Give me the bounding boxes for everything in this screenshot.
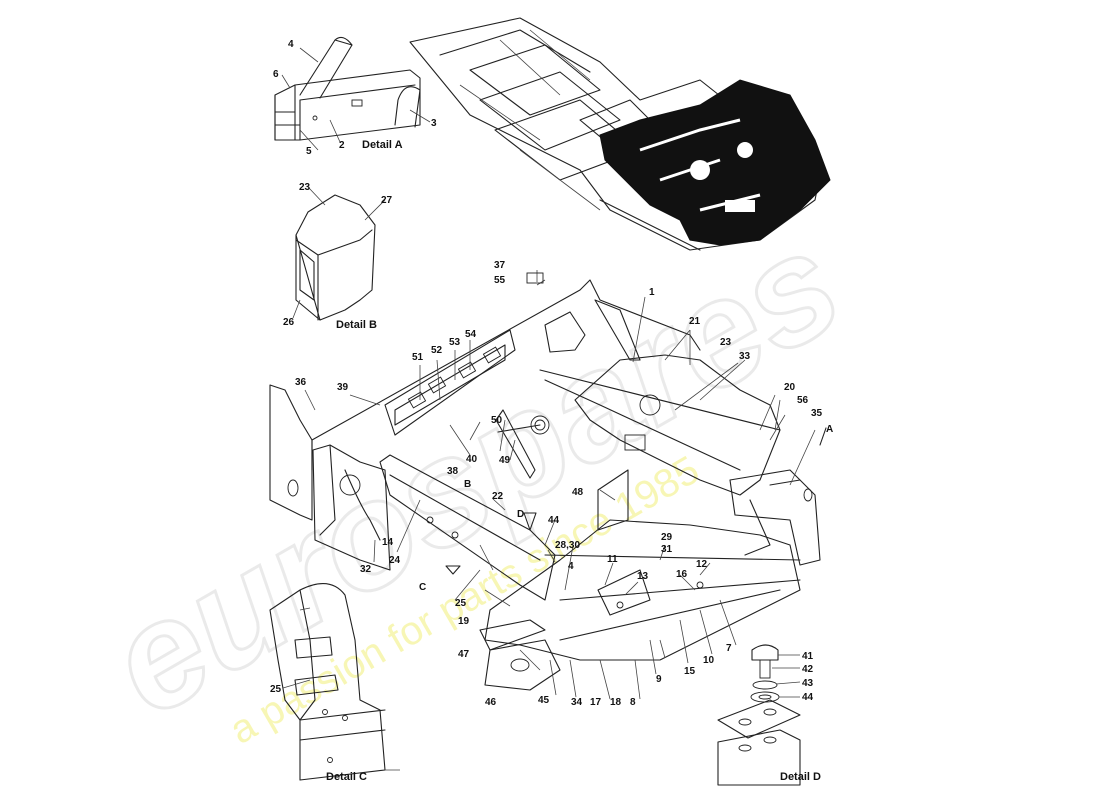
- callout-47: 47: [458, 649, 470, 660]
- detail-b-title: Detail B: [336, 319, 377, 331]
- callout-7: 7: [726, 643, 732, 654]
- callout-56: 56: [797, 395, 809, 406]
- callout-11: 11: [607, 554, 618, 565]
- detail-d-title: Detail D: [780, 771, 821, 783]
- detail-a-title: Detail A: [362, 139, 403, 151]
- callout-31: 31: [661, 544, 673, 555]
- callout-3: 3: [431, 118, 437, 129]
- callout-44: 44: [548, 515, 560, 526]
- callout-54: 54: [465, 329, 477, 340]
- callout-4: 4: [288, 39, 294, 50]
- callout-43: 43: [802, 678, 814, 689]
- callout-6: 6: [273, 69, 279, 80]
- callout-25: 25: [455, 598, 467, 609]
- callout-4-main: 4: [568, 561, 574, 572]
- callout-9: 9: [656, 674, 662, 685]
- callout-2: 2: [339, 140, 345, 151]
- callout-41: 41: [802, 651, 814, 662]
- watermark-brand: eurospares: [82, 198, 866, 748]
- callout-55: 55: [494, 275, 506, 286]
- callout-d-ref: D: [517, 509, 524, 520]
- callout-53: 53: [449, 337, 461, 348]
- callout-16: 16: [676, 569, 688, 580]
- callout-44-detail-d: 44: [802, 692, 814, 703]
- callout-25-detail-c: 25: [270, 684, 282, 695]
- callout-51: 51: [412, 352, 424, 363]
- main-frame-illustration: 37 55 1 21 23 33 20 56 35 A 36 39 51 52 …: [269, 260, 833, 708]
- chassis-overview-illustration: [409, 17, 831, 251]
- callout-10: 10: [703, 655, 715, 666]
- callout-40: 40: [466, 454, 478, 465]
- callout-38: 38: [447, 466, 459, 477]
- callout-5: 5: [306, 146, 312, 157]
- callout-50: 50: [491, 415, 503, 426]
- callout-48: 48: [572, 487, 584, 498]
- callout-49: 49: [499, 455, 511, 466]
- callout-26: 26: [283, 317, 295, 328]
- callout-13: 13: [637, 571, 649, 582]
- callout-34: 34: [571, 697, 583, 708]
- callout-28-30: 28,30: [555, 540, 580, 551]
- callout-45: 45: [538, 695, 550, 706]
- callout-23: 23: [720, 337, 732, 348]
- callout-37: 37: [494, 260, 506, 271]
- callout-18: 18: [610, 697, 622, 708]
- callout-36: 36: [295, 377, 307, 388]
- callout-17: 17: [590, 697, 602, 708]
- callout-1: 1: [649, 287, 655, 298]
- callout-22: 22: [492, 491, 504, 502]
- detail-c-title: Detail C: [326, 771, 367, 783]
- callout-12: 12: [696, 559, 708, 570]
- callout-32: 32: [360, 564, 372, 575]
- callout-29: 29: [661, 532, 673, 543]
- callout-42: 42: [802, 664, 814, 675]
- callout-35: 35: [811, 408, 823, 419]
- callout-20: 20: [784, 382, 796, 393]
- callout-c-ref: C: [419, 582, 426, 593]
- callout-46: 46: [485, 697, 497, 708]
- callout-24: 24: [389, 555, 401, 566]
- callout-23-detail-b: 23: [299, 182, 311, 193]
- detail-b-illustration: 23 27 26 Detail B: [283, 182, 393, 331]
- callout-14: 14: [382, 537, 394, 548]
- callout-39: 39: [337, 382, 349, 393]
- callout-b-ref: B: [464, 479, 471, 490]
- callout-8: 8: [630, 697, 636, 708]
- callout-52: 52: [431, 345, 443, 356]
- callout-33: 33: [739, 351, 751, 362]
- callout-15: 15: [684, 666, 696, 677]
- detail-a-illustration: 4 6 5 2 3 Detail A: [273, 36, 437, 157]
- detail-d-illustration: 41 42 43 44 Detail D: [717, 644, 821, 786]
- callout-a-ref: A: [826, 424, 833, 435]
- callout-19: 19: [458, 616, 470, 627]
- callout-27: 27: [381, 195, 393, 206]
- watermark: eurospares a passion for parts since 198…: [81, 196, 868, 752]
- callout-21: 21: [689, 316, 701, 327]
- detail-c-illustration: 25 Detail C: [269, 583, 400, 783]
